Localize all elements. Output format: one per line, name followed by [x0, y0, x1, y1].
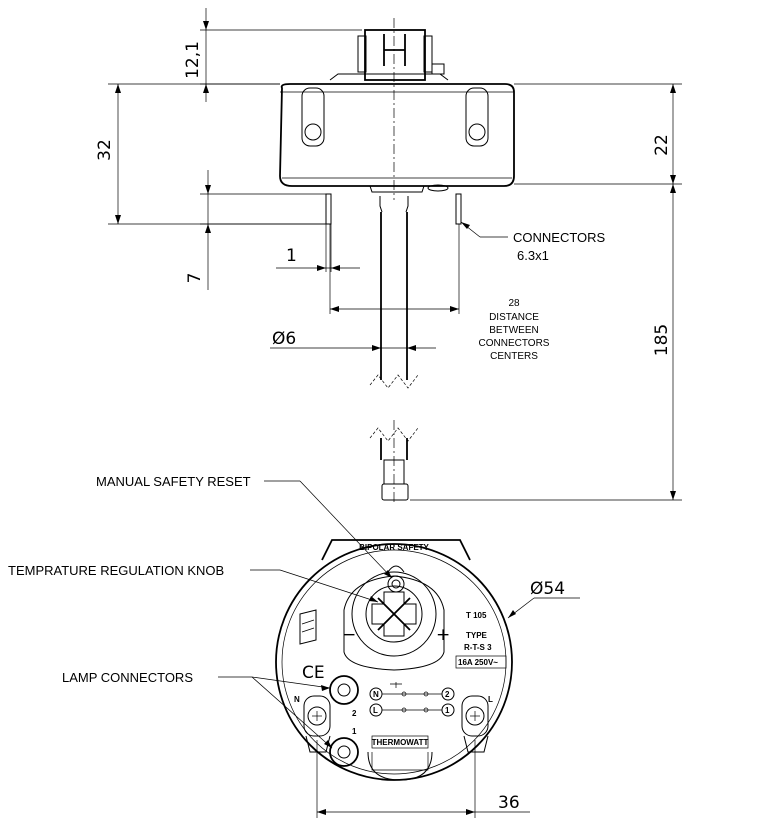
dim-28: 28 DISTANCE BETWEEN CONNECTORS CENTERS	[329, 224, 550, 362]
manual-reset-label: MANUAL SAFETY RESET	[96, 474, 251, 489]
type-value-label: R-T-S 3	[464, 643, 492, 652]
side-elevation: 12,1 32 22 185	[95, 8, 682, 505]
dim-32-label: 32	[95, 139, 115, 161]
probe-tube	[369, 196, 419, 505]
dim-7: 7	[185, 170, 326, 290]
minus-label: −	[342, 625, 356, 645]
lamp-connectors-label: LAMP CONNECTORS	[62, 670, 193, 685]
connector-blades	[325, 193, 462, 225]
terminal-l-label: L	[488, 695, 493, 704]
terminal-l[interactable]	[461, 695, 489, 753]
dim-12-1-label: 12,1	[183, 41, 203, 79]
front-view: BIPOLAR SAFETY − + T 105 TYPE R-T-S 3 16…	[8, 474, 580, 818]
distance-note-4: CENTERS	[490, 351, 538, 362]
top-plug	[329, 29, 449, 81]
dim-32: 32	[95, 83, 328, 225]
lamp-connector-1[interactable]	[329, 737, 359, 767]
dim-36: 36	[316, 740, 530, 818]
lamp-2-label: 2	[352, 709, 357, 718]
approval-mark-icon	[299, 609, 317, 645]
brand-label: THERMOWATT	[372, 738, 429, 747]
dim-1-label: 1	[286, 246, 297, 266]
circuit-n-label: N	[373, 690, 379, 699]
circuit-2-label: 2	[445, 690, 450, 699]
manual-reset-callout: MANUAL SAFETY RESET	[96, 474, 393, 579]
top-bracket	[321, 539, 471, 561]
thermostat-body	[279, 83, 515, 193]
temp-knob-callout: TEMPRATURE REGULATION KNOB	[8, 563, 379, 603]
distance-note-3: CONNECTORS	[479, 338, 550, 349]
dim-dia6: Ø6	[270, 329, 436, 351]
dim-7-label: 7	[185, 273, 205, 284]
ce-mark: CE	[302, 663, 325, 683]
dim-22: 22	[514, 83, 682, 185]
dim-dia6-label: Ø6	[272, 329, 296, 349]
connectors-label: CONNECTORS	[513, 230, 606, 245]
temp-knob-label: TEMPRATURE REGULATION KNOB	[8, 563, 224, 578]
dim-36-label: 36	[498, 793, 520, 813]
plus-label: +	[436, 625, 450, 645]
dim-185-label: 185	[652, 324, 672, 356]
type-label: TYPE	[466, 631, 488, 640]
bipolar-safety-label: BIPOLAR SAFETY	[359, 543, 429, 552]
distance-note-1: DISTANCE	[489, 312, 539, 323]
knob-outer[interactable]	[351, 571, 437, 657]
lamp-connector-2[interactable]	[329, 675, 359, 705]
connectors-callout: CONNECTORS 6.3x1	[460, 221, 606, 263]
rating-label: 16A 250V~	[458, 658, 498, 667]
dim-dia54-label: Ø54	[530, 579, 565, 599]
distance-note-2: BETWEEN	[489, 325, 538, 336]
dim-1: 1	[276, 224, 360, 272]
circuit-diagram: N L 2 1	[369, 682, 455, 717]
brand-plate: THERMOWATT	[367, 735, 433, 781]
lamp-1-label: 1	[352, 727, 357, 736]
dim-12-1: 12,1	[183, 8, 362, 102]
circuit-1-label: 1	[445, 706, 450, 715]
dim-28-label: 28	[508, 298, 520, 309]
dim-22-label: 22	[652, 134, 672, 156]
dim-185: 185	[410, 184, 682, 501]
lamp-connectors-callout: LAMP CONNECTORS	[62, 670, 333, 749]
dim-dia54: Ø54	[507, 579, 580, 619]
terminal-n-label: N	[294, 695, 300, 704]
connectors-size-label: 6.3x1	[517, 248, 549, 263]
model-label: T 105	[466, 611, 487, 620]
circuit-l-label: L	[373, 706, 378, 715]
manual-reset-button[interactable]	[387, 575, 405, 593]
